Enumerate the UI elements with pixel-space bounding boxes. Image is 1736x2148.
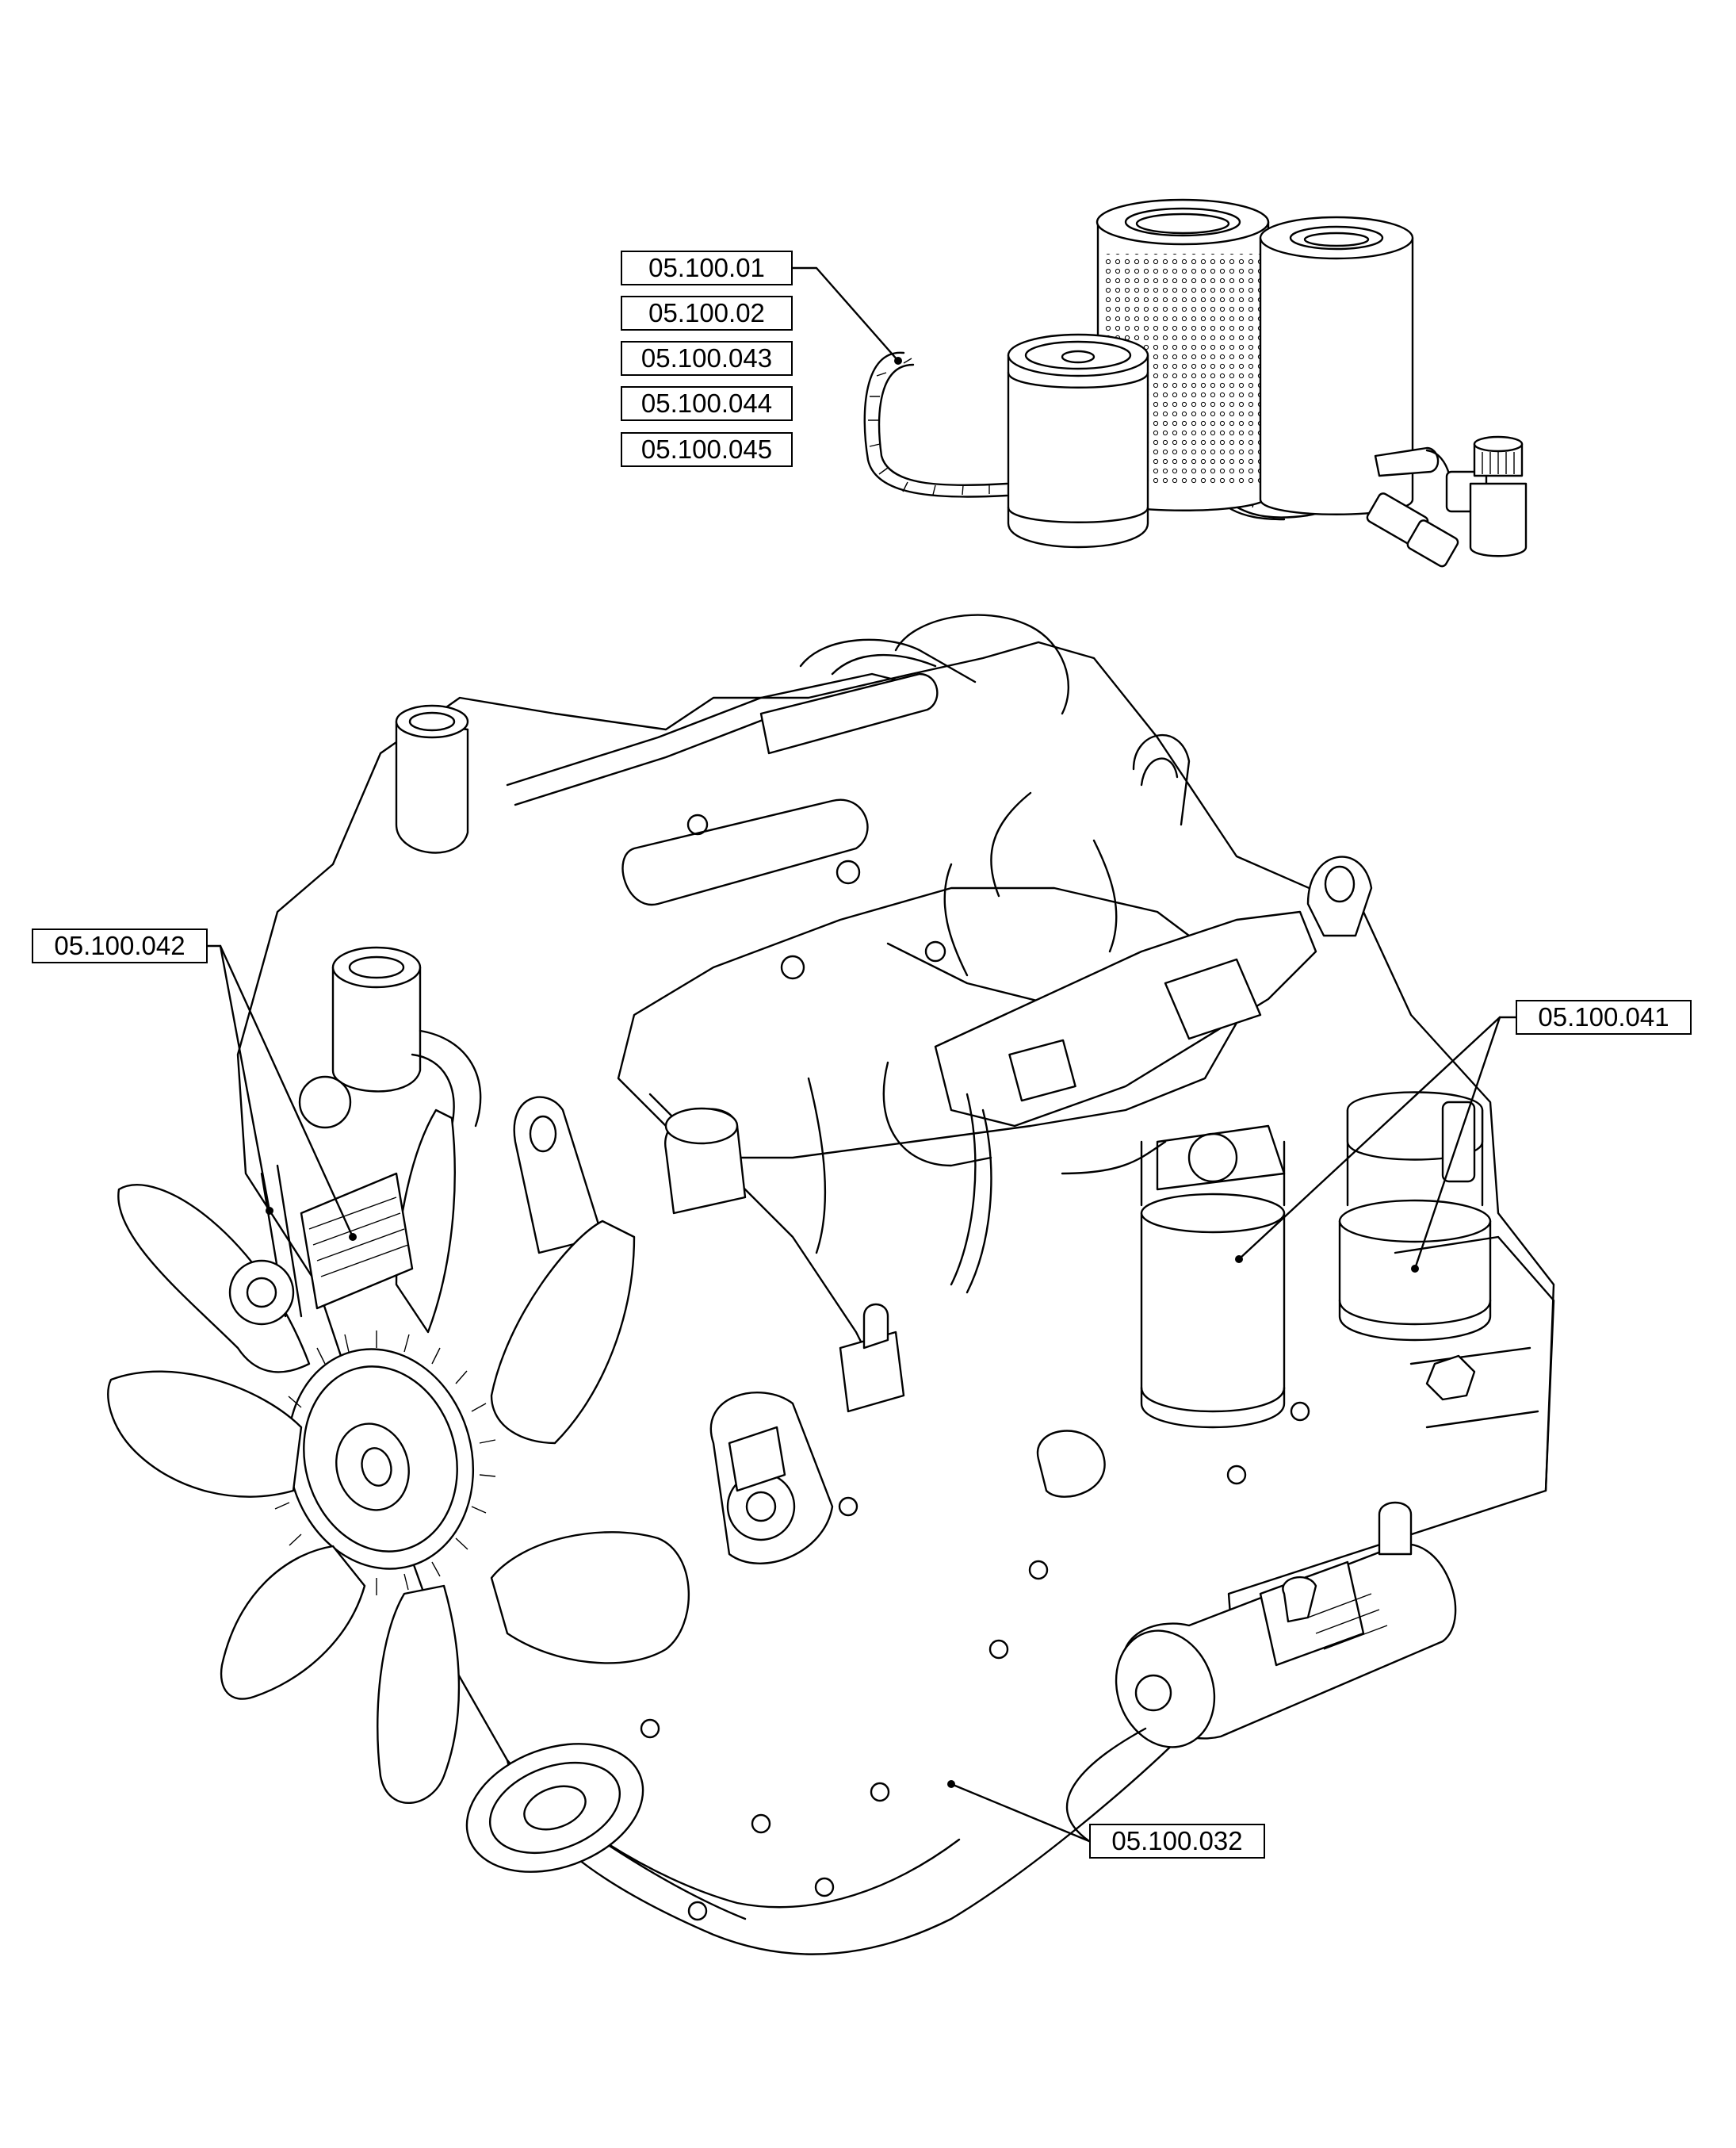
lifting-eye-front <box>513 1096 604 1254</box>
oil-filter-element <box>1007 333 1149 549</box>
part-label-fan-pulley[interactable]: 05.100.042 <box>32 929 208 963</box>
part-label-filter-kit-4[interactable]: 05.100.044 <box>621 386 793 421</box>
engine-assembly <box>107 614 1555 1955</box>
water-outlet-housing <box>298 704 482 1129</box>
fasteners <box>640 1401 1310 1921</box>
part-label-engine-block[interactable]: 05.100.032 <box>1089 1824 1265 1859</box>
starter-motor <box>1115 1501 1457 1748</box>
leader-lines <box>206 266 1517 1843</box>
fittings <box>1366 435 1528 568</box>
oil-filter <box>1338 1091 1492 1342</box>
crankshaft-pulley <box>465 1743 644 1873</box>
part-label-filter-kit-3[interactable]: 05.100.043 <box>621 341 793 376</box>
service-kit-illustration <box>863 198 1528 568</box>
part-label-fuel-oil-filters[interactable]: 05.100.041 <box>1516 1000 1692 1035</box>
safety-filter-element <box>1259 216 1414 515</box>
ecu-and-harness <box>686 791 1317 1294</box>
lifting-eye-rear <box>1306 856 1373 937</box>
front-belt-drive <box>228 1164 414 1326</box>
part-label-filter-kit-1[interactable]: 05.100.01 <box>621 251 793 285</box>
part-label-filter-kit-5[interactable]: 05.100.045 <box>621 432 793 467</box>
oil-filler-cap <box>664 1107 1106 1498</box>
fuel-injection-pump <box>709 1303 905 1564</box>
cooling-fan-blades <box>107 1108 690 1805</box>
part-label-filter-kit-2[interactable]: 05.100.02 <box>621 296 793 331</box>
fuel-filter <box>1140 1124 1286 1429</box>
